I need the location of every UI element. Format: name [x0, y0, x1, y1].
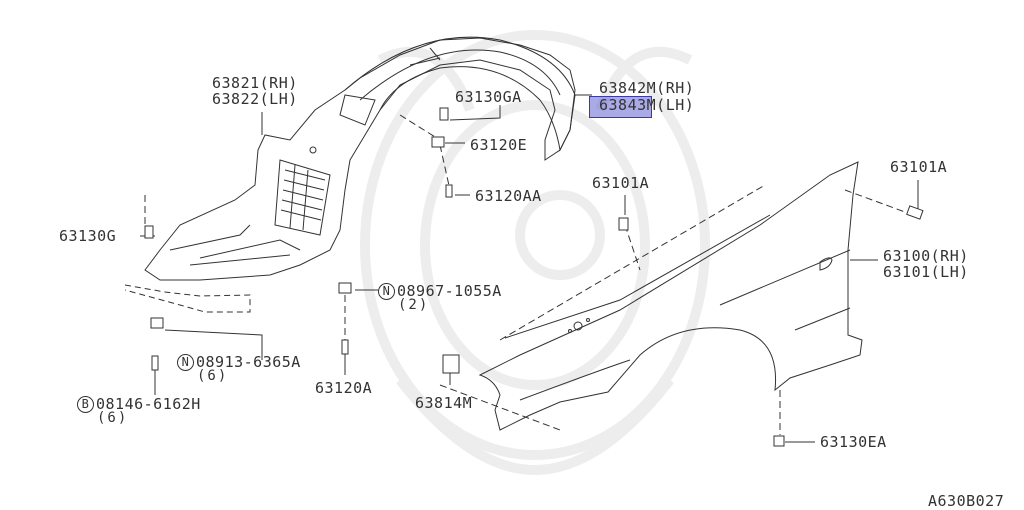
callout-part-prefix: 63843	[599, 96, 647, 114]
callout-63130GA[interactable]: 63130GA	[455, 88, 522, 106]
callout-63101A-right[interactable]: 63101A	[890, 158, 948, 176]
callout-63120E[interactable]: 63120E	[470, 136, 528, 154]
callout-63101A-center[interactable]: 63101A	[592, 174, 650, 192]
callout-line: 63821(RH)	[212, 74, 298, 92]
callout-qty: (6)	[97, 410, 129, 426]
b-badge-icon: B	[77, 396, 94, 413]
callout-line: 63822(LH)	[212, 90, 298, 108]
fasteners	[144, 107, 924, 447]
callout-63843M-highlighted[interactable]: 63843M(LH)	[599, 97, 694, 113]
callout-part-number: 08913-6365A	[196, 353, 301, 371]
callout-63821-63822[interactable]: 63821(RH) 63822(LH)	[212, 75, 298, 107]
callout-63842M[interactable]: 63842M(RH)	[599, 79, 695, 97]
callout-63814M[interactable]: 63814M	[415, 394, 473, 412]
callout-63100-63101[interactable]: 63100(RH) 63101(LH)	[883, 248, 969, 280]
callout-63120AA[interactable]: 63120AA	[475, 187, 542, 205]
front-fender-shape	[478, 161, 863, 431]
callout-63130G[interactable]: 63130G	[59, 227, 117, 245]
callout-line: 63101(LH)	[883, 263, 969, 281]
callout-line: 63100(RH)	[883, 247, 969, 265]
callout-part-number: 08967-1055A	[397, 282, 502, 300]
diagram-id-code: A630B027	[928, 492, 1005, 510]
n-badge-icon: N	[177, 354, 194, 371]
callout-63130EA[interactable]: 63130EA	[820, 433, 887, 451]
callout-qty: (6)	[197, 368, 229, 384]
fender-protector-shape	[144, 37, 576, 281]
n-badge-icon: N	[378, 283, 395, 300]
callout-63120A[interactable]: 63120A	[315, 379, 373, 397]
callout-part-suffix: M(LH)	[646, 96, 695, 114]
callout-part-number: 08146-6162H	[96, 395, 201, 413]
line-art	[124, 36, 924, 447]
highlight-box	[589, 96, 652, 118]
callout-qty: (2)	[398, 297, 430, 313]
